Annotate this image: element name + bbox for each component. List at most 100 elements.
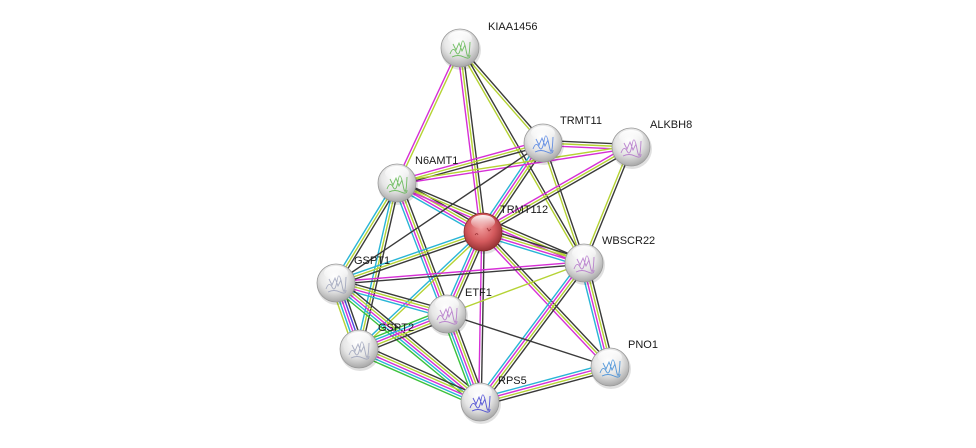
node-label: RPS5 [498, 375, 527, 387]
node-gspt1[interactable]: GSPT1 [316, 255, 390, 305]
node-gloss [347, 332, 371, 346]
edge-strand-yellow [396, 145, 631, 183]
edge-strand-black [336, 263, 585, 285]
edge-strand-magenta [358, 348, 481, 403]
edge-strand-black [360, 343, 483, 398]
edge-trmt112-gspt2[interactable] [357, 230, 485, 351]
edge-strand-black [461, 47, 487, 232]
edge-alkbh8-trmt112[interactable] [481, 144, 633, 235]
node-gloss [572, 246, 596, 260]
edge-trmt11-wbscr22[interactable] [541, 142, 586, 264]
node-label: N6AMT1 [415, 155, 458, 167]
edge-gspt1-rps5[interactable] [332, 278, 484, 407]
edge-alkbh8-wbscr22[interactable] [582, 146, 633, 264]
edge-strand-yellow [541, 143, 584, 264]
edge-strand-black [483, 148, 633, 235]
edge-strand-magenta [479, 365, 610, 402]
edge-strand-black [460, 47, 586, 263]
edge-etf1-pno1[interactable] [446, 313, 611, 368]
node-wbscr22[interactable]: WBSCR22 [564, 235, 655, 285]
edge-trmt112-gspt1[interactable] [334, 228, 485, 287]
edge-strand-magenta [456, 48, 482, 233]
edge-strand-black [399, 181, 452, 313]
edge-strand-yellow [359, 345, 482, 401]
node-n6amt1[interactable]: N6AMT1 [377, 155, 458, 205]
edge-strand-black [482, 264, 588, 405]
edge-strand-yellow [359, 232, 485, 351]
edge-strand-black [337, 183, 400, 285]
node-label: WBSCR22 [602, 235, 655, 247]
edge-strand-black [480, 232, 485, 403]
edge-kiaa1456-n6amt1[interactable] [395, 47, 462, 184]
edge-n6amt1-etf1[interactable] [392, 181, 452, 316]
edge-strand-black [338, 278, 484, 399]
edge-strand-magenta [335, 261, 584, 283]
node-gloss [324, 266, 348, 280]
node-label: TRMT11 [560, 115, 602, 127]
node-kiaa1456[interactable]: KIAA1456 [440, 21, 538, 70]
edge-wbscr22-gspt1[interactable] [335, 261, 585, 285]
edge-strand-black [480, 370, 612, 407]
edge-kiaa1456-trmt112[interactable] [456, 47, 487, 233]
edge-strand-black [397, 144, 544, 187]
edge-strand-cyan [476, 260, 582, 401]
edge-gspt1-trmt11[interactable] [335, 142, 544, 284]
edge-gspt2-rps5[interactable] [356, 343, 483, 408]
node-gloss [468, 385, 492, 399]
edge-strand-cyan [355, 182, 396, 349]
edge-strand-yellow [446, 262, 585, 315]
edge-strand-black [446, 313, 611, 368]
edge-wbscr22-etf1[interactable] [446, 262, 585, 315]
edge-strand-green [356, 353, 479, 408]
protein-structure-icon [474, 227, 492, 236]
node-etf1[interactable]: ETF1 [427, 287, 492, 336]
edge-strand-yellow [397, 182, 449, 314]
edge-trmt11-n6amt1[interactable] [396, 139, 544, 187]
edge-strand-yellow [337, 280, 483, 401]
edge-strand-magenta [335, 282, 481, 403]
edge-strand-yellow [482, 146, 632, 233]
edge-strand-magenta [397, 147, 632, 185]
node-gloss [598, 350, 622, 364]
edge-strand-cyan [357, 350, 480, 406]
edge-strand-yellow [397, 48, 462, 184]
edge-strand-black [460, 46, 545, 143]
node-label: ETF1 [465, 287, 492, 299]
node-trmt11[interactable]: TRMT11 [523, 115, 602, 165]
edge-trmt112-rps5[interactable] [478, 231, 485, 403]
edge-kiaa1456-wbscr22[interactable] [458, 47, 586, 264]
edge-strand-yellow [459, 47, 484, 233]
node-gloss [385, 166, 409, 180]
edge-strand-black [543, 142, 586, 263]
node-trmt112[interactable]: TRMT112 [463, 204, 548, 254]
edge-strand-cyan [333, 284, 479, 405]
edges-layer [330, 46, 633, 408]
node-label: ALKBH8 [650, 119, 692, 131]
edge-alkbh8-n6amt1[interactable] [396, 145, 632, 185]
edge-strand-cyan [334, 228, 483, 282]
node-rps5[interactable]: RPS5 [460, 375, 527, 424]
node-gloss [619, 130, 643, 144]
node-gspt2[interactable]: GSPT2 [339, 322, 414, 371]
edge-trmt112-pno1[interactable] [480, 229, 613, 370]
edge-strand-magenta [478, 231, 483, 402]
edge-kiaa1456-trmt11[interactable] [458, 46, 545, 145]
edge-strand-magenta [395, 47, 460, 183]
edge-strand-black [484, 229, 613, 366]
edge-wbscr22-rps5[interactable] [476, 260, 588, 405]
edge-n6amt1-gspt1[interactable] [333, 181, 400, 285]
node-pno1[interactable]: PNO1 [590, 339, 658, 389]
edge-strand-magenta [481, 144, 631, 231]
edge-strand-cyan [478, 362, 610, 399]
edge-strand-yellow [480, 263, 586, 404]
node-alkbh8[interactable]: ALKBH8 [611, 119, 692, 169]
edge-pno1-rps5[interactable] [478, 362, 612, 407]
edge-strand-green [332, 286, 478, 407]
node-gloss [448, 31, 472, 45]
edge-strand-yellow [458, 48, 584, 264]
node-label: GSPT1 [354, 255, 390, 267]
edge-strand-yellow [482, 231, 611, 368]
edge-strand-black [336, 233, 485, 287]
